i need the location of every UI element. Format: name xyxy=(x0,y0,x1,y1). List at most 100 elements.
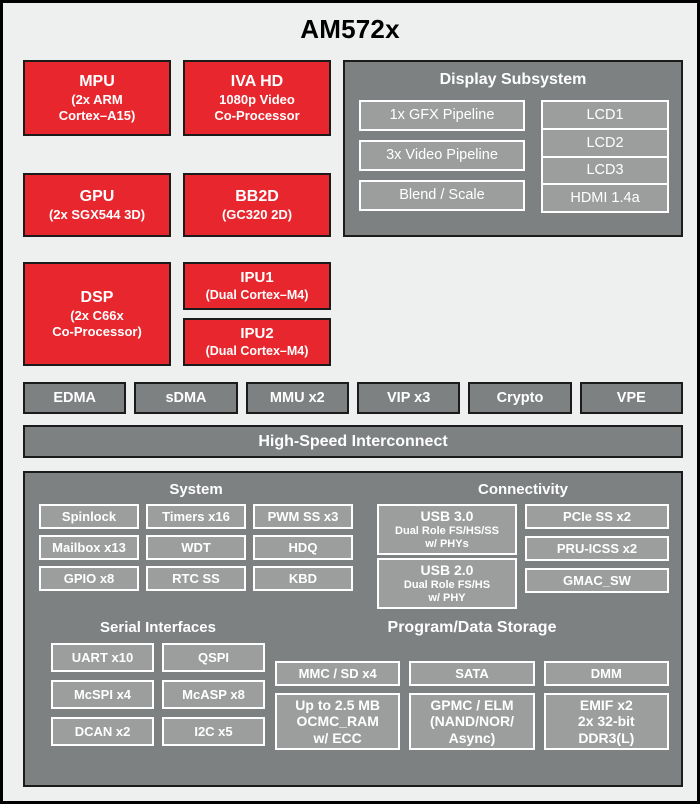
connectivity-item-list: PCIe SS x2 PRU-ICSS x2 GMAC_SW xyxy=(525,504,669,609)
storage-sata[interactable]: SATA xyxy=(409,661,535,686)
storage-ocmc-ram-line2: OCMC_RAM xyxy=(296,713,379,730)
block-gpu[interactable]: GPU (2x SGX544 3D) xyxy=(23,173,171,237)
block-bb2d[interactable]: BB2D (GC320 2D) xyxy=(183,173,331,237)
block-iva-hd-sub2: Co-Processor xyxy=(214,107,300,123)
serial-dcan[interactable]: DCAN x2 xyxy=(51,717,154,746)
display-pipeline-blend-scale[interactable]: Blend / Scale xyxy=(359,180,525,211)
block-mpu-sub2: Cortex–A15) xyxy=(58,107,136,123)
connectivity-usb20-line2: Dual Role FS/HS xyxy=(403,578,491,591)
storage-mmc-sd[interactable]: MMC / SD x4 xyxy=(275,661,401,686)
block-ipu2[interactable]: IPU2 (Dual Cortex–M4) xyxy=(183,318,331,366)
serial-row-3: DCAN x2 I2C x5 xyxy=(51,717,265,746)
block-dsp-sub1: (2x C66x xyxy=(70,307,124,323)
system-row-2: Mailbox x13 WDT HDQ xyxy=(39,535,353,560)
block-bb2d-title: BB2D xyxy=(235,188,279,206)
connectivity-gmac-sw[interactable]: GMAC_SW xyxy=(525,568,669,593)
display-pipeline-video[interactable]: 3x Video Pipeline xyxy=(359,140,525,171)
high-speed-interconnect[interactable]: High-Speed Interconnect xyxy=(23,425,683,458)
connectivity-body: USB 3.0 Dual Role FS/HS/SS w/ PHYs USB 2… xyxy=(377,504,669,609)
system-timers[interactable]: Timers x16 xyxy=(146,504,246,529)
block-ipu2-title: IPU2 xyxy=(240,325,274,343)
system-row-1: Spinlock Timers x16 PWM SS x3 xyxy=(39,504,353,529)
group-connectivity: Connectivity USB 3.0 Dual Role FS/HS/SS … xyxy=(377,481,669,609)
storage-row-top: MMC / SD x4 SATA DMM xyxy=(275,661,669,686)
system-rtc-ss[interactable]: RTC SS xyxy=(146,566,246,591)
connectivity-usb30-line3: w/ PHYs xyxy=(425,537,469,550)
storage-row-bottom: Up to 2.5 MB OCMC_RAM w/ ECC GPMC / ELM … xyxy=(275,693,669,750)
storage-gpmc-elm-line3: Async) xyxy=(448,729,496,746)
connectivity-usb20-line3: w/ PHY xyxy=(428,591,466,604)
storage-ocmc-ram[interactable]: Up to 2.5 MB OCMC_RAM w/ ECC xyxy=(275,693,401,750)
display-output-lcd2[interactable]: LCD2 xyxy=(543,129,667,156)
system-gpio[interactable]: GPIO x8 xyxy=(39,566,139,591)
connectivity-usb30[interactable]: USB 3.0 Dual Role FS/HS/SS w/ PHYs xyxy=(377,504,517,555)
system-spinlock[interactable]: Spinlock xyxy=(39,504,139,529)
block-dsp-sub2: Co-Processor) xyxy=(52,323,142,339)
block-iva-hd[interactable]: IVA HD 1080p Video Co-Processor xyxy=(183,60,331,136)
system-wdt[interactable]: WDT xyxy=(146,535,246,560)
display-pipeline-gfx[interactable]: 1x GFX Pipeline xyxy=(359,100,525,131)
connectivity-title: Connectivity xyxy=(477,481,568,498)
block-iva-hd-title: IVA HD xyxy=(230,73,284,91)
block-ipu2-sub1: (Dual Cortex–M4) xyxy=(205,343,309,358)
serial-row-2: McSPI x4 McASP x8 xyxy=(51,680,265,709)
system-row-3: GPIO x8 RTC SS KBD xyxy=(39,566,353,591)
group-storage: Program/Data Storage MMC / SD x4 SATA DM… xyxy=(275,619,669,750)
system-hdq[interactable]: HDQ xyxy=(253,535,353,560)
panel-display-subsystem: Display Subsystem 1x GFX Pipeline 3x Vid… xyxy=(343,60,683,237)
bus-mmu[interactable]: MMU x2 xyxy=(245,382,349,414)
bus-vip[interactable]: VIP x3 xyxy=(356,382,461,414)
serial-uart[interactable]: UART x10 xyxy=(51,643,154,672)
bus-crypto[interactable]: Crypto xyxy=(468,382,572,414)
connectivity-usb20-line1: USB 2.0 xyxy=(420,562,474,579)
panel-peripherals: System Spinlock Timers x16 PWM SS x3 Mai… xyxy=(23,471,683,787)
block-bb2d-sub1: (GC320 2D) xyxy=(221,206,293,222)
block-gpu-title: GPU xyxy=(79,188,115,206)
system-pwm-ss[interactable]: PWM SS x3 xyxy=(253,504,353,529)
system-title: System xyxy=(169,481,223,498)
connectivity-usb20[interactable]: USB 2.0 Dual Role FS/HS w/ PHY xyxy=(377,558,517,609)
connectivity-usb-list: USB 3.0 Dual Role FS/HS/SS w/ PHYs USB 2… xyxy=(377,504,517,609)
serial-qspi[interactable]: QSPI xyxy=(162,643,265,672)
display-output-lcd3[interactable]: LCD3 xyxy=(543,157,667,184)
storage-emif-line3: DDR3(L) xyxy=(578,729,635,746)
system-mailbox[interactable]: Mailbox x13 xyxy=(39,535,139,560)
block-ipu1[interactable]: IPU1 (Dual Cortex–M4) xyxy=(183,262,331,310)
block-ipu1-sub1: (Dual Cortex–M4) xyxy=(205,287,309,302)
display-pipeline-list: 1x GFX Pipeline 3x Video Pipeline Blend … xyxy=(359,100,525,211)
storage-emif[interactable]: EMIF x2 2x 32-bit DDR3(L) xyxy=(543,693,669,750)
connectivity-usb30-line1: USB 3.0 xyxy=(420,508,474,525)
storage-emif-line1: EMIF x2 xyxy=(579,696,633,713)
bus-edma[interactable]: EDMA xyxy=(23,382,127,414)
block-ipu1-title: IPU1 xyxy=(240,269,274,287)
display-output-hdmi[interactable]: HDMI 1.4a xyxy=(543,185,667,211)
storage-emif-line2: 2x 32-bit xyxy=(577,713,635,730)
storage-title: Program/Data Storage xyxy=(387,619,557,636)
bus-sdma[interactable]: sDMA xyxy=(134,382,238,414)
serial-mcasp[interactable]: McASP x8 xyxy=(162,680,265,709)
display-output-lcd1[interactable]: LCD1 xyxy=(543,102,667,128)
bus-vpe[interactable]: VPE xyxy=(579,382,683,414)
connectivity-pcie-ss[interactable]: PCIe SS x2 xyxy=(525,504,669,529)
connectivity-pru-icss[interactable]: PRU-ICSS x2 xyxy=(525,536,669,561)
bus-row: EDMA sDMA MMU x2 VIP x3 Crypto VPE xyxy=(23,382,683,414)
page-title: AM572x xyxy=(300,14,400,44)
block-mpu[interactable]: MPU (2x ARM Cortex–A15) xyxy=(23,60,171,136)
connectivity-usb30-line2: Dual Role FS/HS/SS xyxy=(395,524,499,537)
storage-dmm[interactable]: DMM xyxy=(543,661,669,686)
storage-gpmc-elm[interactable]: GPMC / ELM (NAND/NOR/ Async) xyxy=(409,693,535,750)
block-mpu-sub1: (2x ARM xyxy=(71,91,123,107)
system-kbd[interactable]: KBD xyxy=(253,566,353,591)
group-system: System Spinlock Timers x16 PWM SS x3 Mai… xyxy=(39,481,353,591)
group-serial-interfaces: Serial Interfaces UART x10 QSPI McSPI x4… xyxy=(51,619,265,746)
block-mpu-title: MPU xyxy=(79,73,115,91)
block-dsp-title: DSP xyxy=(80,289,114,307)
serial-row-1: UART x10 QSPI xyxy=(51,643,265,672)
serial-i2c[interactable]: I2C x5 xyxy=(162,717,265,746)
serial-mcspi[interactable]: McSPI x4 xyxy=(51,680,154,709)
serial-interfaces-title: Serial Interfaces xyxy=(100,619,216,636)
block-dsp[interactable]: DSP (2x C66x Co-Processor) xyxy=(23,262,171,366)
block-iva-hd-sub1: 1080p Video xyxy=(219,91,295,107)
storage-gpmc-elm-line1: GPMC / ELM xyxy=(430,696,514,713)
